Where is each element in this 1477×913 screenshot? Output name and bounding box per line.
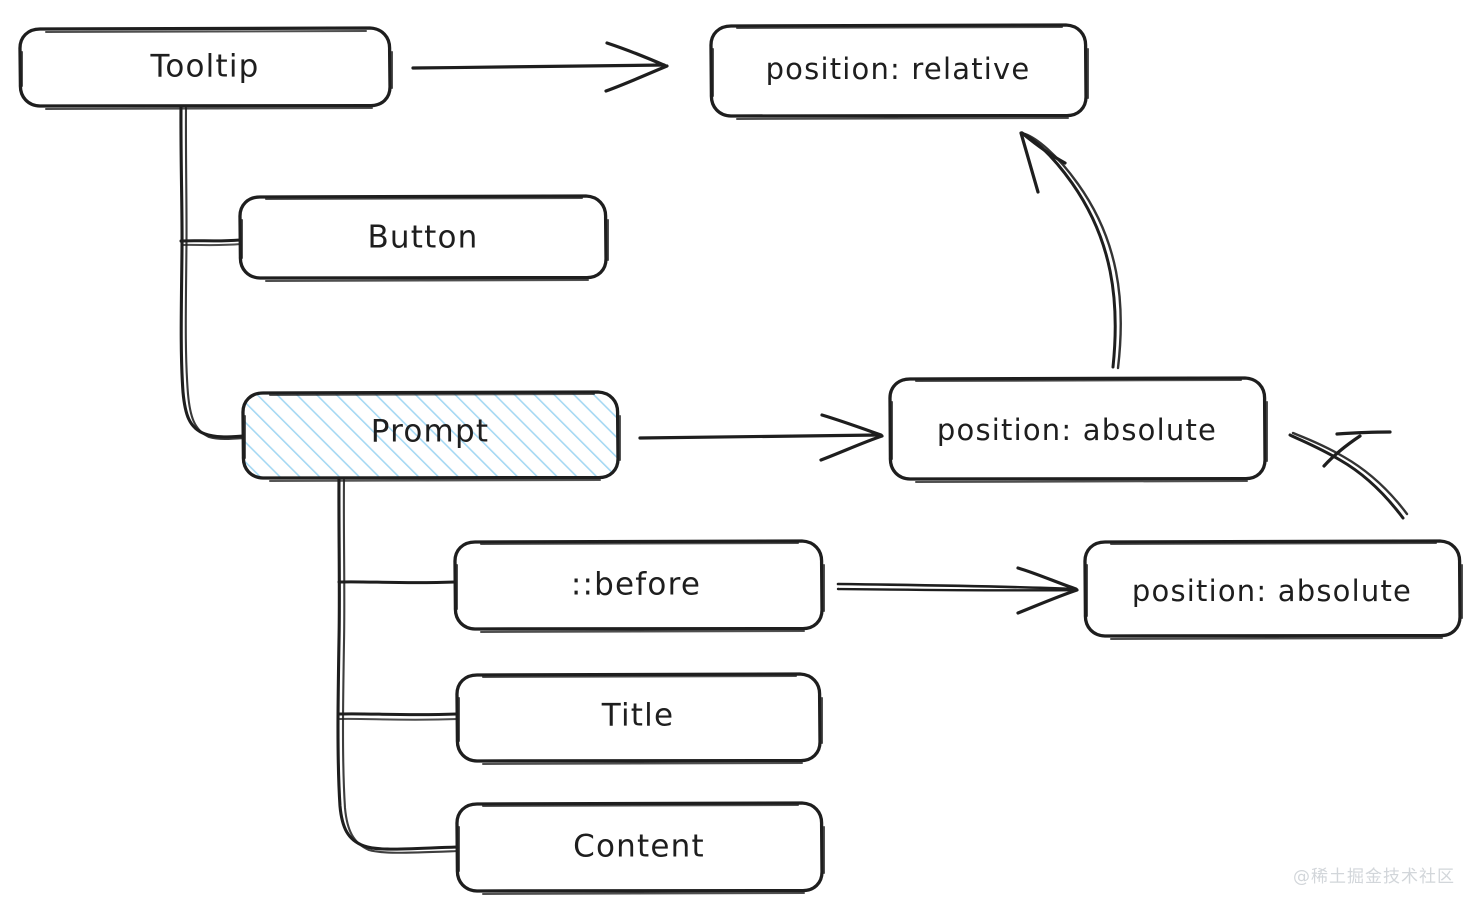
node-button-box (238, 194, 608, 280)
arrow-shaft (1288, 433, 1405, 520)
arrowhead-lower (1322, 434, 1362, 468)
node-tooltip[interactable]: Tooltip (18, 26, 393, 110)
node-title-box (455, 672, 822, 763)
node-position-absolute-1-label: position: absolute (937, 413, 1217, 447)
node-tooltip-box (18, 26, 392, 108)
tree-connector-prompt-children (336, 476, 461, 854)
tree-connector-tooltip-children (179, 104, 247, 441)
node-position-relative-box (709, 23, 1088, 118)
branch-tooltip-button-2 (181, 243, 242, 247)
node-position-absolute-2-box-sketch (1086, 542, 1463, 640)
arrow-shaft-2 (836, 587, 1077, 592)
node-prompt-fill (242, 392, 619, 478)
arrow-shaft-2 (1291, 431, 1409, 516)
node-position-relative-box-sketch (712, 26, 1089, 120)
node-position-absolute-2-box (1083, 539, 1462, 638)
arrowhead-upper (605, 41, 668, 68)
arrow-shaft (836, 582, 1077, 591)
node-position-absolute-2[interactable]: position: absolute (1083, 539, 1463, 640)
node-content-box-sketch (458, 804, 825, 895)
node-title-label: Title (601, 698, 674, 734)
branch-prompt-title (337, 712, 459, 717)
node-prompt-label: Prompt (371, 414, 489, 450)
arrow-shaft (411, 63, 666, 70)
node-button[interactable]: Button (238, 194, 609, 282)
arrowhead-lower (819, 434, 884, 462)
node-tooltip-label: Tooltip (149, 49, 259, 85)
watermark-label: @稀土掘金技术社区 (1293, 867, 1455, 887)
node-content-label: Content (573, 829, 705, 865)
node-prompt-box-sketch (244, 393, 621, 482)
node-button-label: Button (367, 220, 478, 256)
node-content[interactable]: Content (455, 801, 825, 895)
node-position-absolute-1-box-sketch (891, 379, 1268, 483)
arrow-tooltip-to-position-relative (411, 41, 669, 93)
arrow-shaft (1020, 131, 1117, 369)
arrowhead-right (1020, 131, 1067, 165)
branch-prompt-before (337, 580, 457, 585)
arrowhead-upper (1335, 430, 1392, 436)
tooltip-spine-to-prompt-2 (184, 106, 247, 441)
node-tooltip-box-sketch (21, 30, 393, 110)
node-before-label: ::before (571, 567, 701, 603)
node-title[interactable]: Title (455, 672, 823, 765)
branch-prompt-title-2 (339, 717, 459, 721)
node-before-box-sketch (456, 542, 825, 633)
branch-tooltip-button (179, 238, 242, 243)
arrow-before-to-position-absolute-2 (836, 566, 1079, 615)
arrow-shaft-2 (1023, 132, 1122, 370)
node-title-box-sketch (458, 675, 823, 765)
node-prompt[interactable]: Prompt (241, 390, 621, 482)
arrowhead-upper (1016, 566, 1078, 591)
arrowhead-lower (1016, 588, 1079, 615)
arrowhead-upper (820, 413, 883, 437)
arrowhead-lower (604, 64, 669, 93)
node-prompt-box (241, 390, 620, 480)
prompt-spine-to-content (336, 476, 459, 851)
node-position-relative[interactable]: position: relative (709, 23, 1089, 120)
arrowhead-down (1019, 131, 1040, 194)
node-content-box (455, 801, 824, 893)
node-position-absolute-1[interactable]: position: absolute (888, 376, 1268, 483)
node-before[interactable]: ::before (453, 539, 825, 633)
node-button-box-sketch (241, 197, 609, 282)
node-position-relative-label: position: relative (766, 52, 1031, 86)
arrow-prompt-to-position-absolute-1 (638, 413, 884, 462)
arrow-position-absolute-2-to-position-absolute-1 (1288, 430, 1409, 520)
tooltip-spine-to-prompt (179, 104, 245, 439)
prompt-spine-to-content-2 (341, 478, 461, 854)
arrow-shaft (638, 433, 881, 440)
node-position-absolute-1-box (888, 376, 1267, 481)
arrow-position-absolute-1-to-position-relative (1019, 131, 1122, 370)
node-before-box (453, 539, 824, 631)
node-position-absolute-2-label: position: absolute (1132, 574, 1412, 608)
